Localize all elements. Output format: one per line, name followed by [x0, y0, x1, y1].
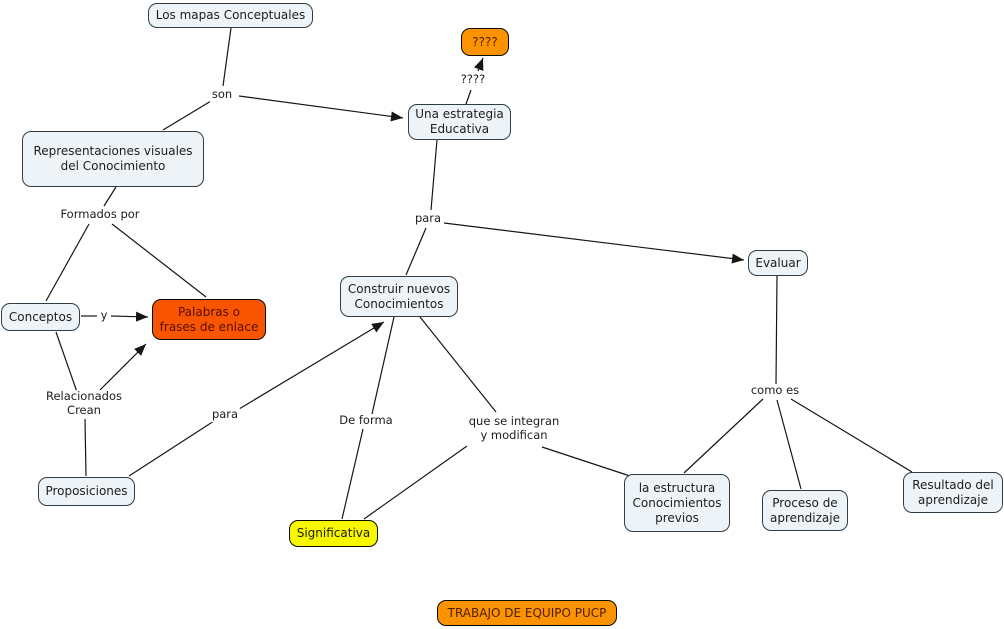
edge-formados-por-to-conceptos [45, 223, 90, 302]
concept-node-unknown-concept[interactable]: ???? [461, 28, 509, 56]
link-phrase-para-upper[interactable]: para [412, 211, 444, 226]
edge-y-to-palabras-frases-enlace [110, 311, 149, 322]
concept-node-proceso-aprendizaje[interactable]: Proceso de aprendizaje [762, 490, 848, 531]
link-phrase-como-es[interactable]: como es [748, 383, 802, 398]
concept-node-construir-nuevos[interactable]: Construir nuevos Conocimientos [340, 276, 458, 317]
edge-para-lower-to-construir-nuevos [238, 321, 385, 410]
edge-construir-nuevos-to-de-forma [371, 316, 395, 415]
concept-node-la-estructura-previos[interactable]: la estructura Conocimientos previos [624, 474, 730, 532]
link-phrase-son[interactable]: son [209, 87, 235, 102]
link-phrase-para-lower[interactable]: para [209, 407, 241, 422]
concept-node-resultado-aprendizaje[interactable]: Resultado del aprendizaje [903, 472, 1003, 513]
edge-una-estrategia-educativa-to-unknown-link [465, 89, 472, 105]
edge-para-upper-to-construir-nuevos [405, 227, 427, 276]
link-phrase-que-se-integran[interactable]: que se integran y modifican [466, 414, 562, 443]
concept-node-significativa[interactable]: Significativa [289, 520, 378, 547]
link-phrase-relacionados-crean[interactable]: Relacionados Crean [43, 389, 125, 418]
concept-node-una-estrategia-educativa[interactable]: Una estrategia Educativa [408, 104, 511, 140]
edge-relacionados-crean-to-proposiciones [84, 418, 87, 477]
edge-que-se-integran-to-la-estructura-previos [541, 446, 631, 477]
edge-evaluar-to-como-es [775, 275, 778, 385]
link-phrase-y[interactable]: y [98, 308, 110, 323]
link-phrase-unknown-link[interactable]: ???? [458, 72, 488, 87]
concept-node-los-mapas-conceptuales[interactable]: Los mapas Conceptuales [148, 3, 313, 28]
concept-node-palabras-frases-enlace[interactable]: Palabras o frases de enlace [152, 299, 266, 340]
concept-node-trabajo-equipo-pucp[interactable]: TRABAJO DE EQUIPO PUCP [437, 600, 617, 626]
edge-como-es-to-proceso-aprendizaje [776, 399, 802, 490]
edge-proposiciones-to-para-lower [128, 420, 215, 477]
edges-group [45, 27, 913, 520]
edge-son-to-representaciones-visuales [162, 100, 212, 131]
edge-como-es-to-la-estructura-previos [683, 398, 764, 474]
edge-que-se-integran-to-significativa [363, 445, 468, 520]
edge-relacionados-crean-to-palabras-frases-enlace [99, 343, 147, 391]
edge-unknown-link-to-unknown-concept [474, 57, 484, 72]
edge-para-upper-to-evaluar [443, 222, 745, 264]
concept-node-evaluar[interactable]: Evaluar [748, 250, 808, 276]
concept-node-representaciones-visuales[interactable]: Representaciones visuales del Conocimien… [22, 131, 204, 187]
concept-node-proposiciones[interactable]: Proposiciones [38, 477, 135, 506]
link-phrase-formados-por[interactable]: Formados por [58, 207, 142, 222]
edge-una-estrategia-educativa-to-para-upper [430, 139, 438, 211]
edge-conceptos-to-relacionados-crean [55, 331, 78, 393]
edge-los-mapas-conceptuales-to-son [222, 27, 232, 87]
edge-formados-por-to-palabras-frases-enlace [111, 223, 207, 298]
link-phrase-de-forma[interactable]: De forma [337, 413, 395, 428]
concept-node-conceptos[interactable]: Conceptos [1, 303, 80, 331]
edge-como-es-to-resultado-aprendizaje [790, 398, 913, 473]
edge-construir-nuevos-to-que-se-integran [419, 316, 497, 413]
edge-son-to-una-estrategia-educativa [238, 95, 404, 122]
edge-de-forma-to-significativa [341, 428, 364, 520]
edge-representaciones-visuales-to-formados-por [103, 186, 117, 207]
